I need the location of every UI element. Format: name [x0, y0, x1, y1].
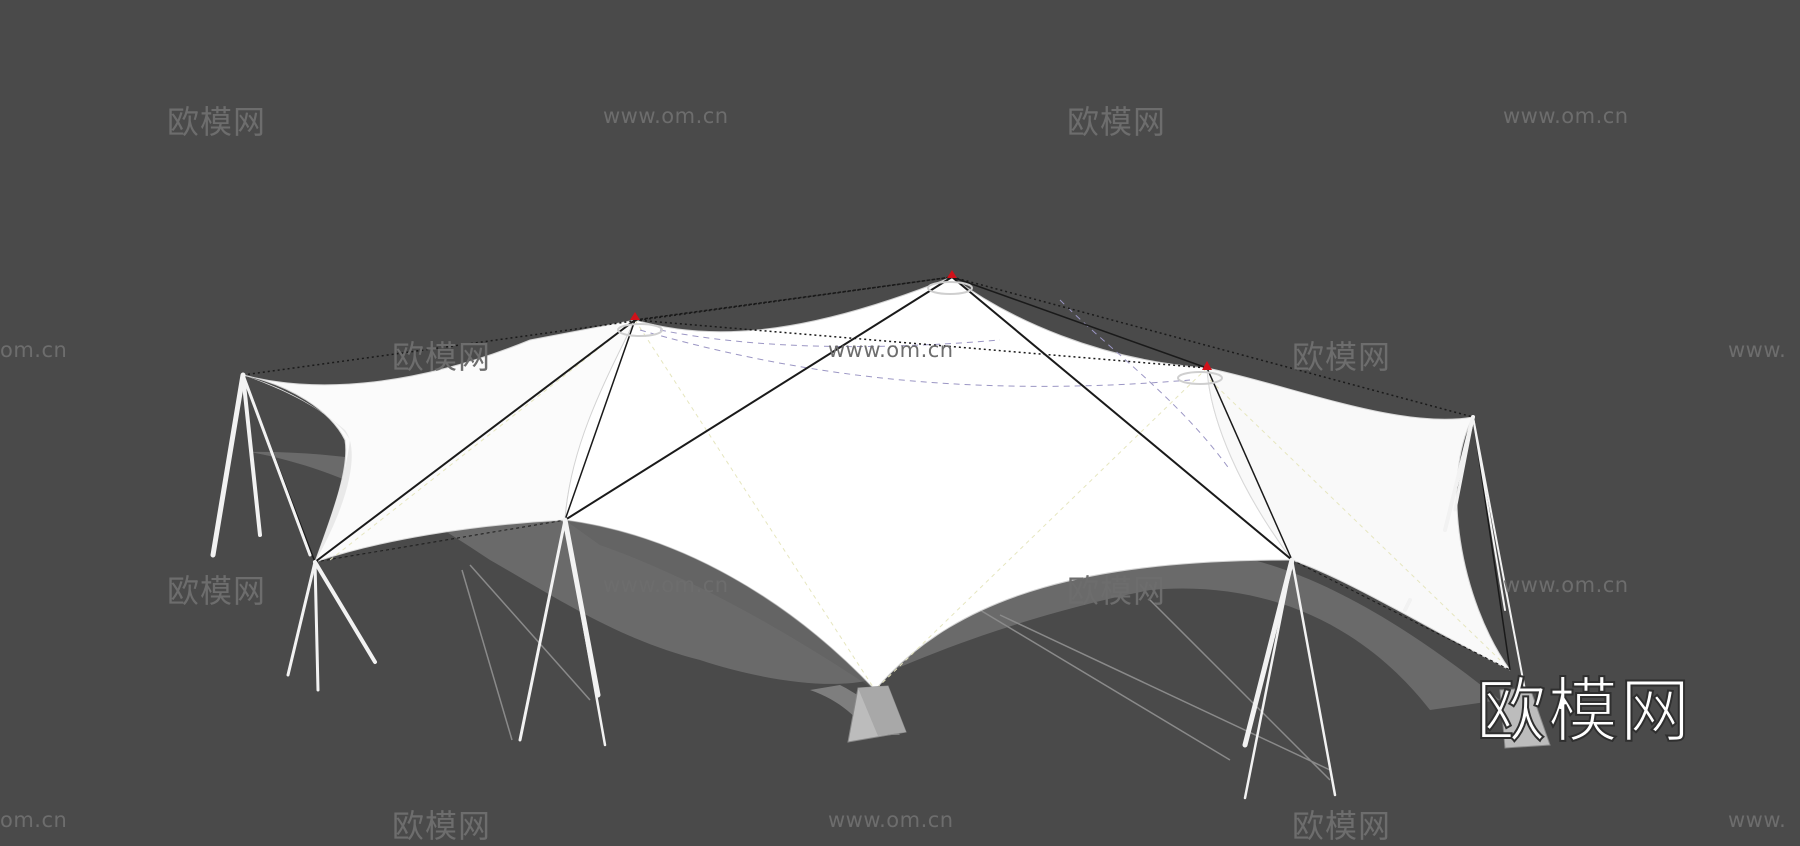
brand-logo: 欧模网: [1475, 669, 1692, 753]
membrane-left-shadow-fold: [565, 520, 875, 690]
peak-cap-center: [947, 270, 957, 278]
peak-cap-right: [1202, 361, 1212, 370]
membrane-roof: [242, 276, 1511, 691]
membrane-inner-curves: [639, 299, 1231, 471]
peak-caps: [617, 270, 1223, 385]
shadow-cables: [461, 564, 1331, 781]
membrane-right-wing: [1206, 367, 1511, 671]
footings: [847, 685, 1551, 749]
masts: [210, 372, 1526, 800]
footing-right: [1499, 687, 1551, 749]
peak-cap-left: [630, 312, 640, 320]
